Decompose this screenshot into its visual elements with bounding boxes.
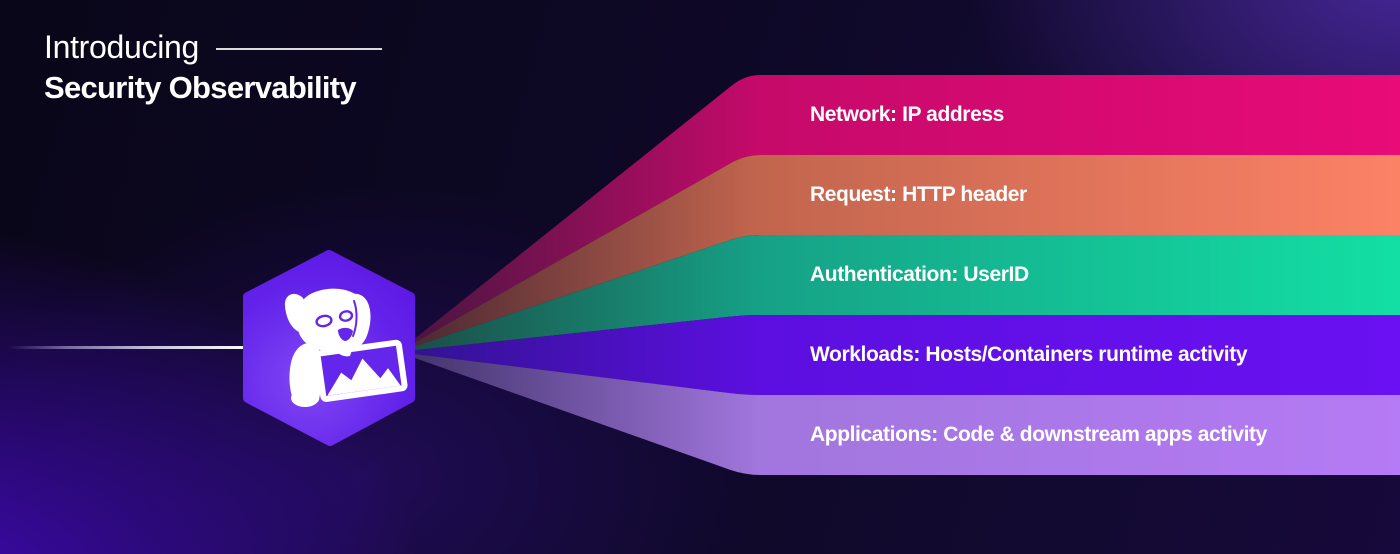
connector-line bbox=[8, 346, 250, 349]
beam-workloads bbox=[398, 315, 1400, 395]
band-label-workloads: Workloads: Hosts/Containers runtime acti… bbox=[810, 343, 1248, 366]
datadog-bits-dog-icon bbox=[284, 288, 408, 407]
band-label-authentication: Authentication: UserID bbox=[810, 263, 1029, 286]
beam-request bbox=[398, 155, 1400, 352]
band-label-network: Network: IP address bbox=[810, 103, 1004, 126]
beam-fan bbox=[398, 75, 1400, 475]
band-label-request: Request: HTTP header bbox=[810, 183, 1027, 206]
band-label-applications: Applications: Code & downstream apps act… bbox=[810, 423, 1267, 446]
beam-applications bbox=[398, 352, 1400, 475]
kicker-text: Introducing bbox=[44, 29, 200, 65]
beam-network bbox=[398, 75, 1400, 352]
title-block: Introducing Security Observability bbox=[44, 29, 383, 106]
page-title: Security Observability bbox=[44, 70, 357, 106]
kicker-rule-line bbox=[216, 48, 383, 51]
beam-authentication bbox=[398, 235, 1400, 352]
datadog-logo bbox=[243, 250, 415, 446]
